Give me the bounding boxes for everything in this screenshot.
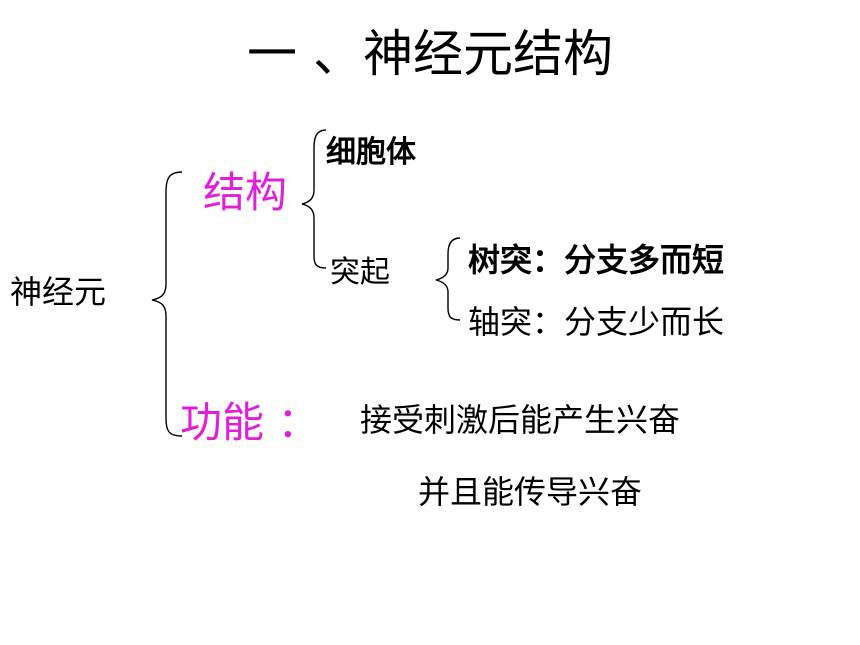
cell-body-label: 细胞体 (326, 135, 416, 170)
root-node-neuron: 神经元 (10, 273, 107, 311)
structure-label: 结构 (203, 168, 288, 217)
dendrite-name: 树突 (468, 241, 533, 279)
function-label: 功能 ： (180, 398, 320, 447)
process-label: 突起 (330, 255, 390, 290)
structure-brace (301, 129, 327, 269)
slide-title: 一 、神经元结构 (247, 25, 613, 83)
function-line-1: 接受刺激后能产生兴奋 (360, 401, 681, 439)
axon-description: 分支少而长 (564, 303, 725, 341)
dendrite-separator: ： (532, 241, 565, 279)
axon-name: 轴突 (468, 303, 533, 341)
process-brace (435, 237, 461, 321)
axon-row: 轴突：分支少而长 (468, 302, 724, 342)
main-brace (151, 171, 183, 437)
function-line-2: 并且能传导兴奋 (418, 473, 643, 511)
dendrite-row: 树突：分支多而短 (468, 240, 724, 280)
dendrite-description: 分支多而短 (564, 241, 725, 279)
axon-separator: ： (532, 303, 565, 341)
